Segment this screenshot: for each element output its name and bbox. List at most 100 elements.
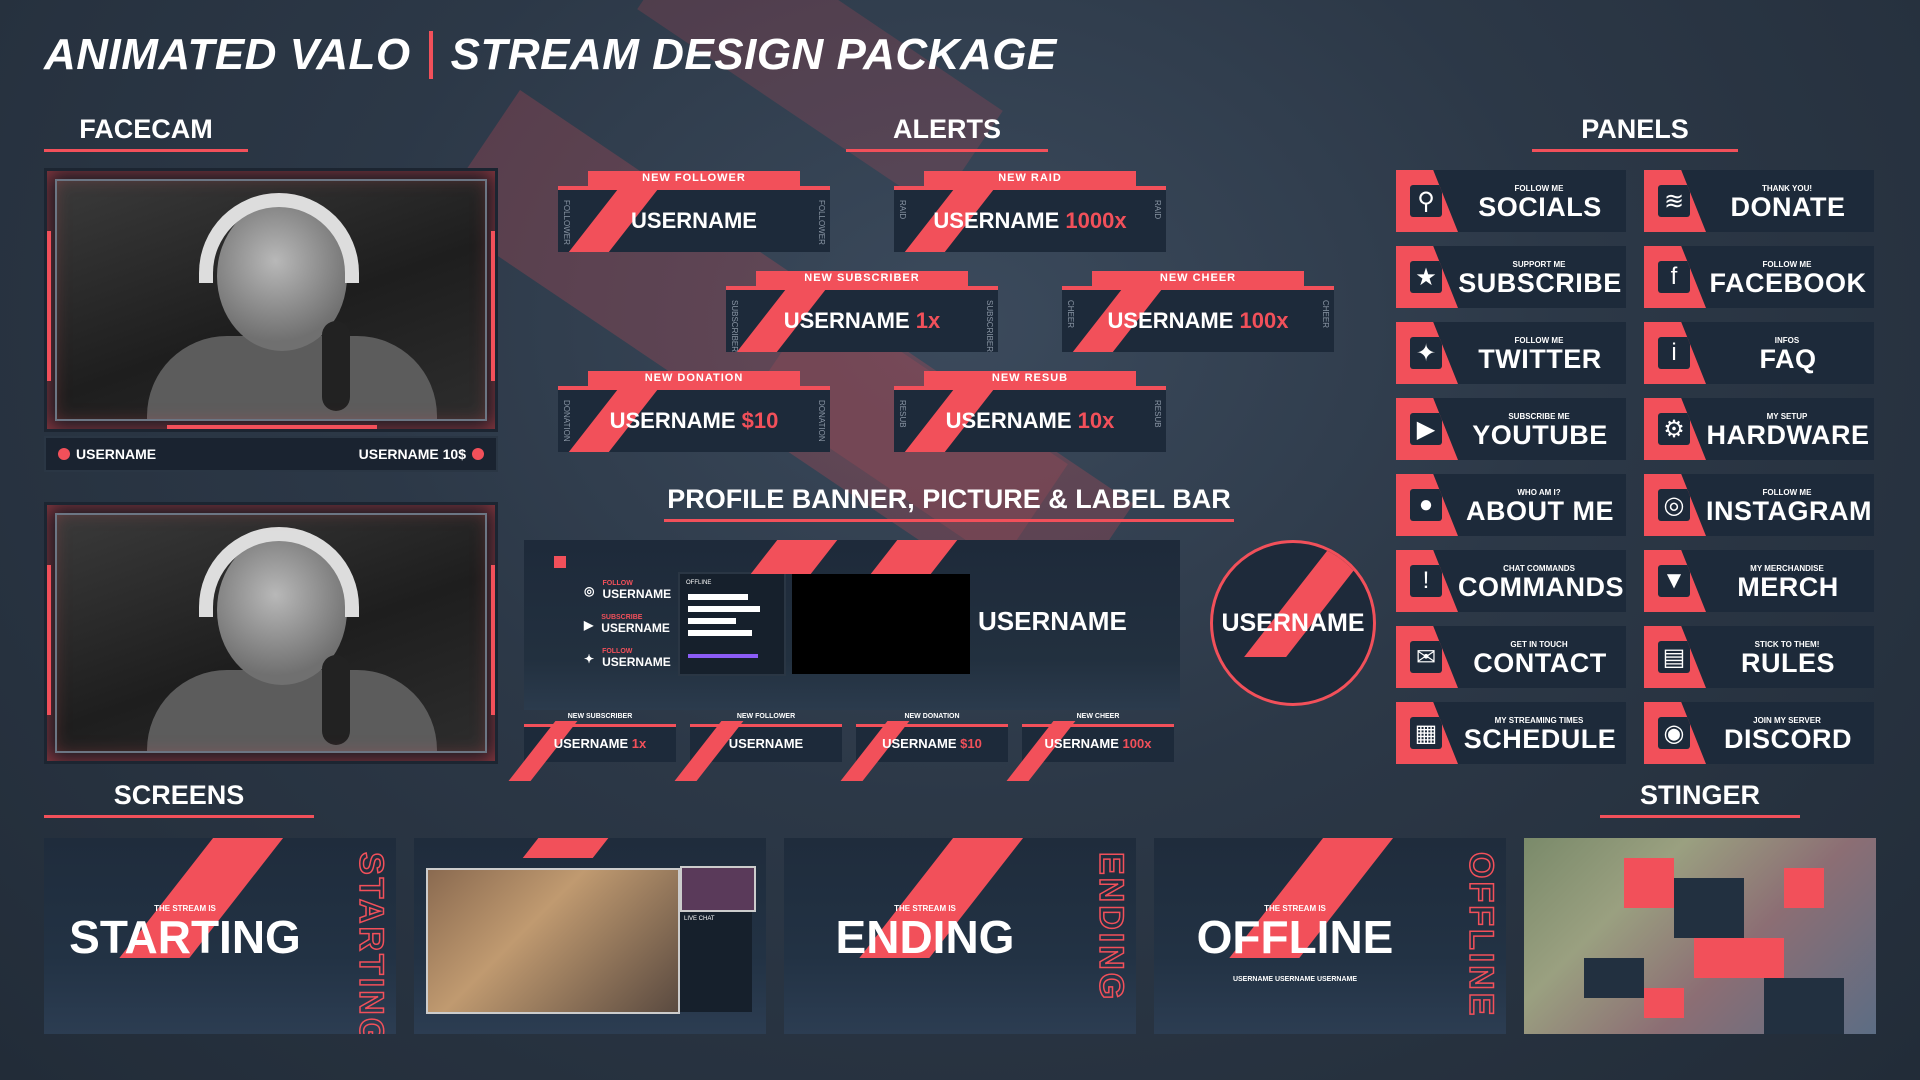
panel-about-me[interactable]: ●WHO AM I?ABOUT ME bbox=[1396, 474, 1626, 536]
mini-tag: NEW CHEER bbox=[1076, 713, 1120, 720]
panel-main: DISCORD bbox=[1723, 724, 1852, 754]
text-line bbox=[688, 606, 760, 612]
screen-ingame: LIVE CHAT bbox=[414, 838, 766, 1034]
mini-tag: NEW FOLLOWER bbox=[736, 713, 796, 720]
panel-donate[interactable]: ≋THANK YOU!DONATE bbox=[1644, 170, 1874, 232]
panel-main: MERCH bbox=[1737, 572, 1839, 602]
stinger-block bbox=[1784, 868, 1824, 908]
social-name: USERNAME bbox=[601, 621, 670, 635]
chip-icon: ⚙ bbox=[1658, 413, 1690, 445]
alert-amount: 10x bbox=[1077, 408, 1115, 433]
alert-tag: NEW FOLLOWER bbox=[588, 171, 800, 186]
label-right: USERNAME 10$ bbox=[358, 446, 466, 462]
panel-main: YOUTUBE bbox=[1472, 420, 1608, 450]
info-icon: i bbox=[1658, 337, 1690, 369]
shirt-icon: ▼ bbox=[1658, 565, 1690, 597]
webcam-view bbox=[680, 866, 756, 912]
panel-main: FAQ bbox=[1759, 344, 1817, 374]
alert-text: USERNAME $10 bbox=[558, 408, 830, 434]
screen-chevron bbox=[522, 838, 656, 858]
section-label: STINGER bbox=[1639, 780, 1760, 810]
stinger-block bbox=[1644, 988, 1684, 1018]
panel-sub: MY MERCHANDISE bbox=[1750, 564, 1824, 573]
panel-main: RULES bbox=[1740, 648, 1835, 678]
stinger-block bbox=[1624, 858, 1674, 908]
facecam-photo bbox=[57, 515, 485, 751]
section-label: SCREENS bbox=[113, 780, 245, 810]
frame-accent bbox=[47, 231, 51, 381]
mini-text: USERNAME bbox=[690, 736, 842, 751]
section-screens: SCREENS bbox=[44, 780, 314, 818]
mini-name: USERNAME bbox=[882, 736, 957, 751]
panel-main: HARDWARE bbox=[1706, 420, 1870, 450]
youtube-icon: ▶ bbox=[1410, 413, 1442, 445]
gameplay-view bbox=[426, 868, 680, 1014]
alert-text: USERNAME 1000x bbox=[894, 208, 1166, 234]
panel-icon-area: ▼ bbox=[1644, 550, 1706, 612]
panel-sub: MY SETUP bbox=[1766, 412, 1808, 421]
stinger-block bbox=[1694, 938, 1784, 978]
microphone bbox=[322, 321, 350, 411]
title-separator bbox=[428, 31, 433, 79]
section-label: ALERTS bbox=[893, 114, 1001, 144]
panel-sub: JOIN MY SERVER bbox=[1753, 716, 1821, 725]
exclamation-icon: ! bbox=[1410, 565, 1442, 597]
calendar-icon: ▦ bbox=[1410, 717, 1442, 749]
alert-tag: NEW RESUB bbox=[924, 371, 1136, 386]
alert-side-label: RAID bbox=[898, 200, 907, 220]
document-icon: ▤ bbox=[1658, 641, 1690, 673]
mini-stripe bbox=[840, 721, 910, 781]
section-label: PROFILE BANNER, PICTURE & LABEL BAR bbox=[667, 484, 1231, 514]
text-line bbox=[688, 630, 752, 636]
mini-amount: 100x bbox=[1122, 736, 1152, 751]
mini-name: USERNAME bbox=[728, 736, 804, 751]
screen-socials: USERNAME USERNAME USERNAME bbox=[1232, 976, 1358, 983]
label-left: USERNAME bbox=[76, 446, 157, 462]
alert-side-label: SUBSCRIBER bbox=[730, 300, 739, 352]
screen-title: OFFLINE bbox=[1196, 911, 1394, 963]
mini-stripe bbox=[674, 721, 744, 781]
live-chat: LIVE CHAT bbox=[680, 912, 752, 1012]
panel-sub: FOLLOW ME bbox=[1514, 336, 1564, 345]
panel-sub: MY STREAMING TIMES bbox=[1494, 716, 1584, 725]
alert-name: USERNAME bbox=[945, 408, 1072, 433]
section-label: PANELS bbox=[1581, 114, 1689, 144]
mini-tag: NEW SUBSCRIBER bbox=[567, 713, 633, 720]
alert-side-label: FOLLOWER bbox=[817, 200, 826, 245]
frame-border bbox=[55, 179, 487, 421]
mini-text: USERNAME 1x bbox=[524, 736, 676, 751]
screen-title: STARTING bbox=[69, 911, 301, 963]
mini-stripe bbox=[1006, 721, 1076, 781]
panel-rules[interactable]: ▤STICK TO THEM!RULES bbox=[1644, 626, 1874, 688]
screen-pre: THE STREAM IS bbox=[1264, 904, 1326, 913]
mini-text: USERNAME $10 bbox=[856, 736, 1008, 751]
alert-side-label: CHEER bbox=[1321, 300, 1330, 329]
panel-sub: FOLLOW ME bbox=[1514, 184, 1564, 193]
page-title: ANIMATED VALO STREAM DESIGN PACKAGE bbox=[44, 30, 1057, 80]
facebook-icon: f bbox=[1658, 261, 1690, 293]
section-label: FACECAM bbox=[79, 114, 213, 144]
banner-username: USERNAME bbox=[978, 606, 1127, 636]
